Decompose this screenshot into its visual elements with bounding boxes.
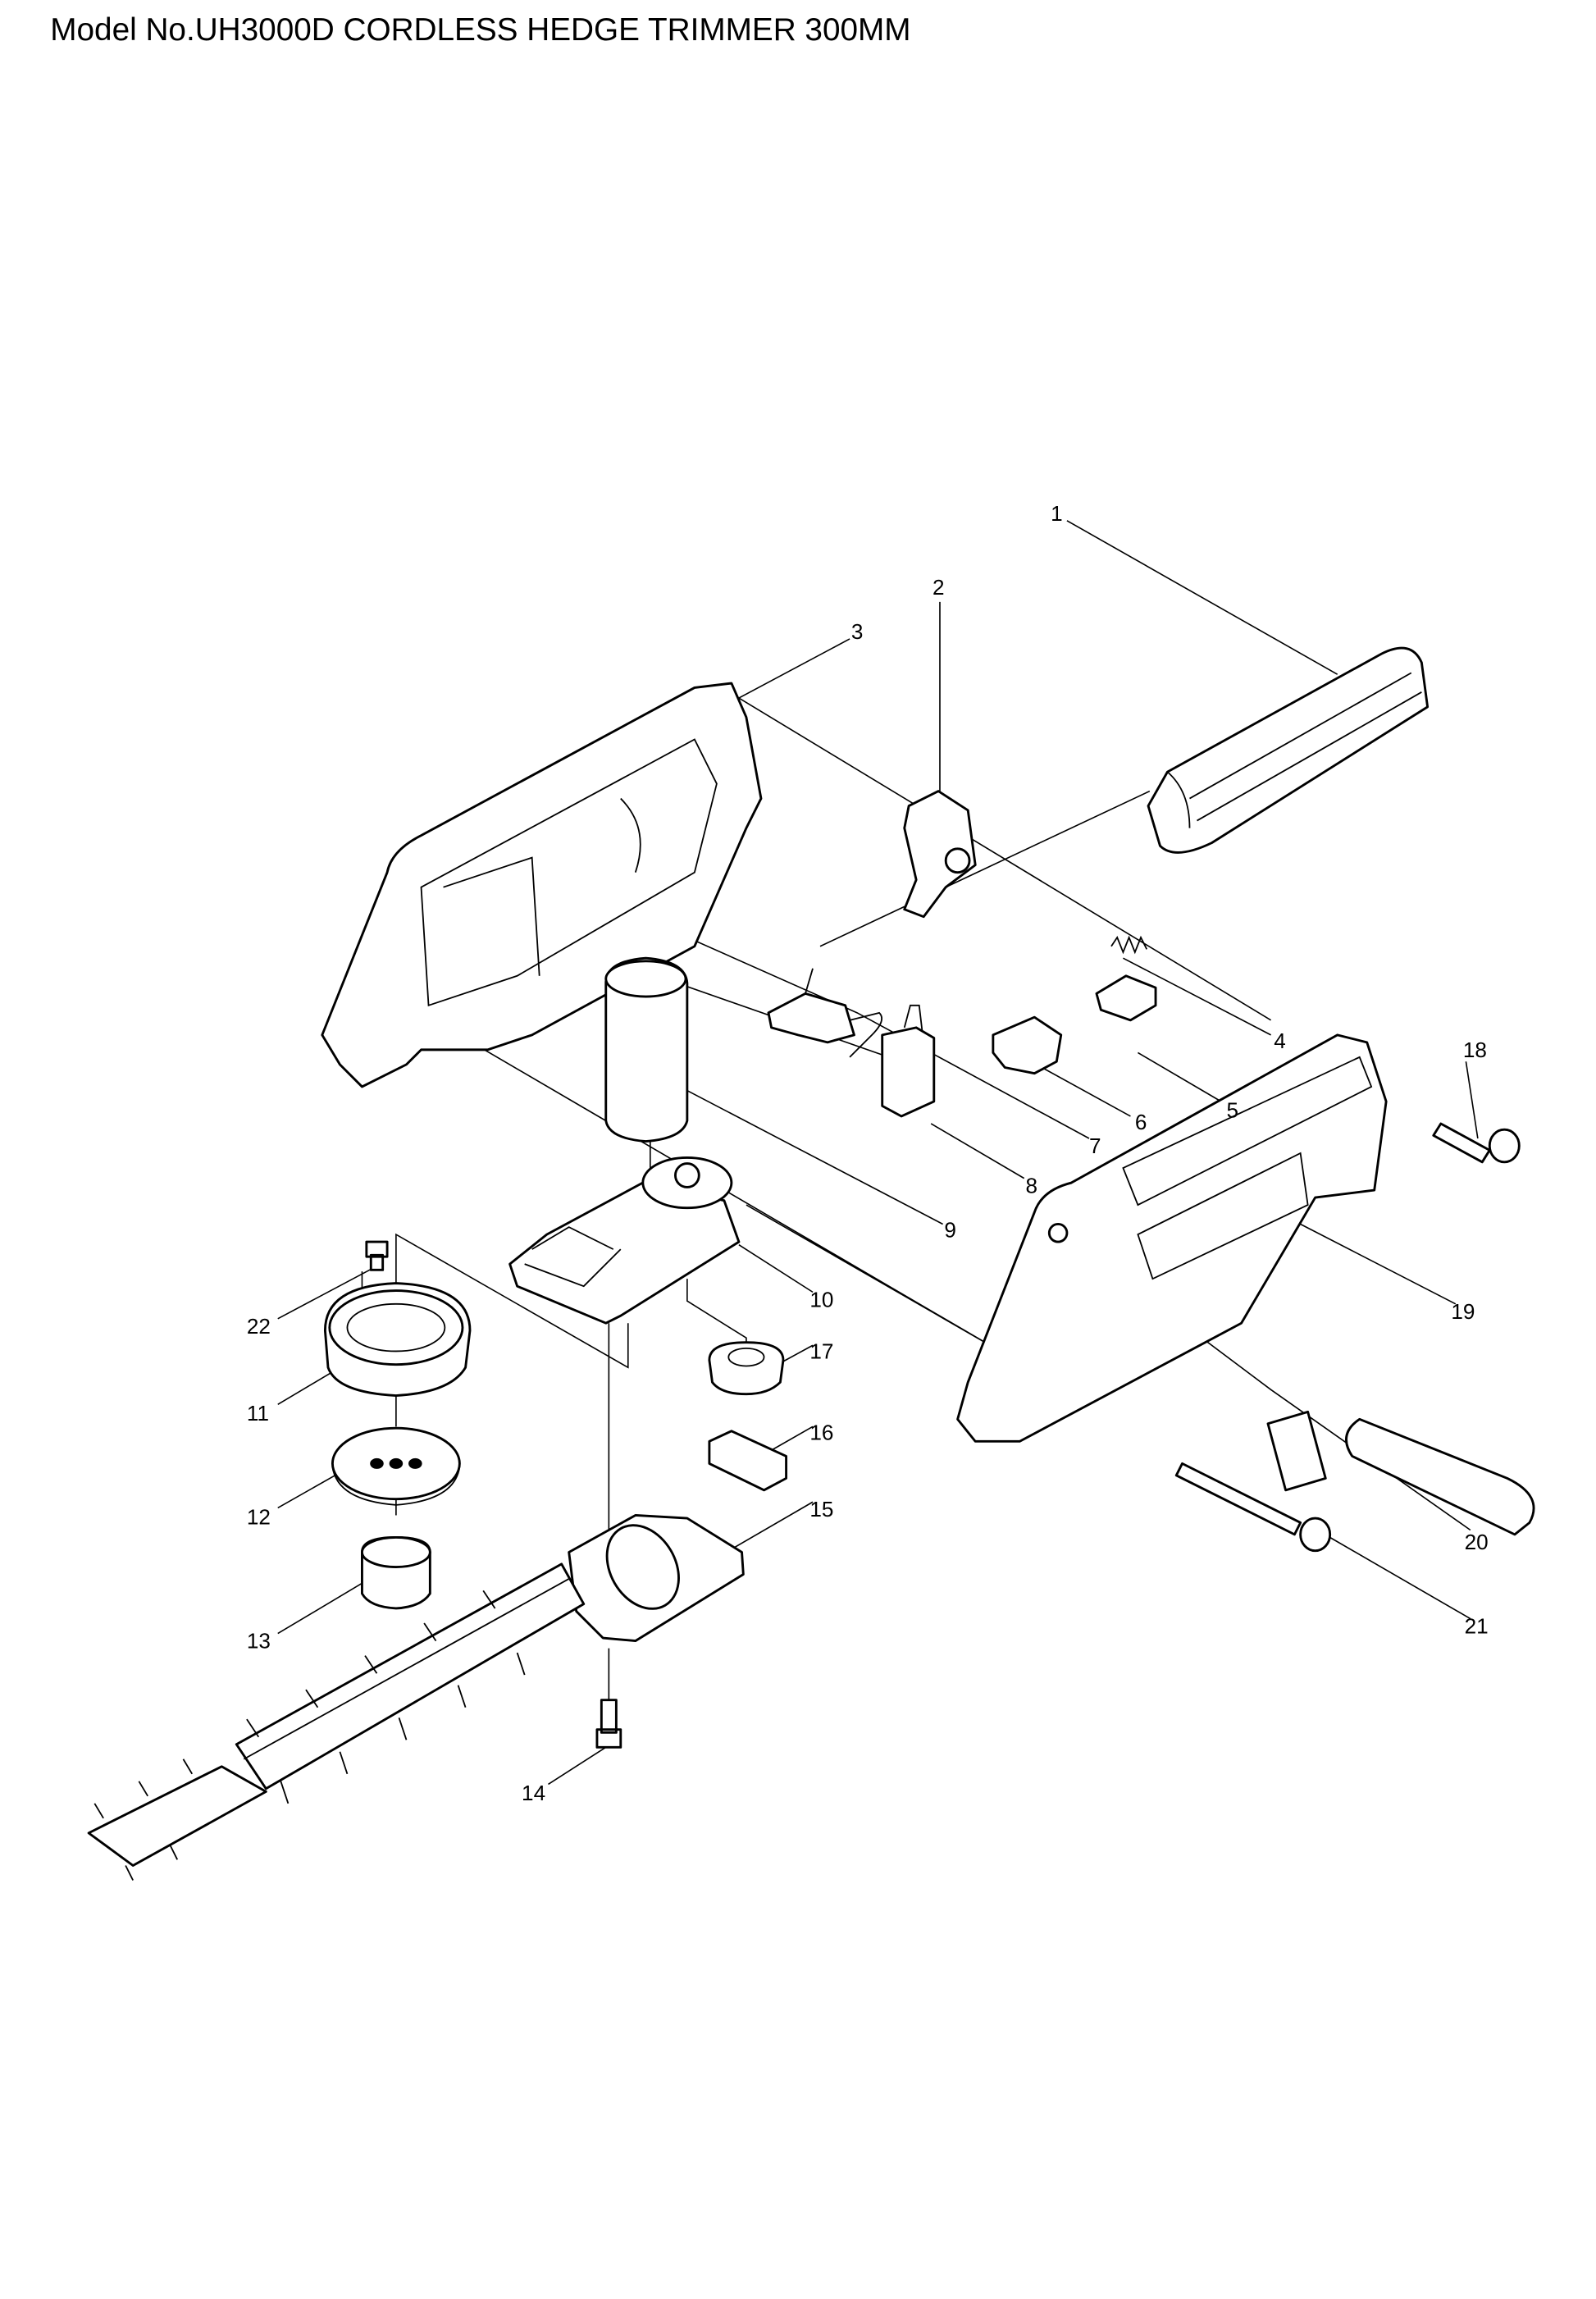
part-13-cam xyxy=(361,1536,431,1610)
label-1: 1 xyxy=(1051,501,1063,526)
part-19-housing-right xyxy=(956,1033,1388,1443)
part-14-screw xyxy=(595,1699,622,1749)
label-17: 17 xyxy=(809,1339,833,1363)
label-11: 11 xyxy=(247,1401,269,1425)
part-12-washer-plate xyxy=(331,1426,461,1506)
part-22-screw xyxy=(365,1240,389,1271)
part-18-screw xyxy=(1432,1122,1521,1164)
part-17-pinion-gear xyxy=(708,1341,785,1396)
part-15-blade-assembly xyxy=(87,1514,745,1881)
part-11-crank-gear xyxy=(323,1282,472,1397)
part-6-switch-lever xyxy=(992,1015,1063,1075)
label-22: 22 xyxy=(247,1314,271,1339)
label-6: 6 xyxy=(1135,1110,1147,1134)
part-16-block xyxy=(708,1430,788,1492)
label-13: 13 xyxy=(247,1629,271,1654)
label-12: 12 xyxy=(247,1504,271,1529)
label-19: 19 xyxy=(1451,1299,1475,1324)
label-3: 3 xyxy=(851,619,864,644)
label-5: 5 xyxy=(1227,1098,1239,1123)
label-14: 14 xyxy=(522,1781,545,1805)
label-20: 20 xyxy=(1465,1530,1489,1554)
label-2: 2 xyxy=(933,575,945,600)
label-10: 10 xyxy=(809,1287,833,1311)
label-7: 7 xyxy=(1089,1134,1101,1158)
label-8: 8 xyxy=(1025,1174,1037,1198)
label-15: 15 xyxy=(809,1497,833,1521)
part-21-bolt xyxy=(1174,1462,1332,1553)
label-4: 4 xyxy=(1274,1029,1286,1053)
model-title: Model No.UH3000D CORDLESS HEDGE TRIMMER … xyxy=(50,12,910,48)
part-8-switch xyxy=(881,1004,936,1118)
part-3-housing-left xyxy=(321,682,763,1088)
part-7-terminal xyxy=(767,968,882,1058)
label-18: 18 xyxy=(1463,1038,1487,1062)
label-16: 16 xyxy=(809,1421,833,1445)
part-1-battery xyxy=(1147,646,1430,854)
label-9: 9 xyxy=(944,1218,956,1243)
part-2-bracket xyxy=(903,790,977,919)
part-20-front-grip xyxy=(1266,1410,1535,1536)
part-4-spring xyxy=(1110,935,1148,955)
part-5-lock-button xyxy=(1095,974,1157,1022)
part-9-motor xyxy=(604,956,689,1143)
label-21: 21 xyxy=(1465,1614,1489,1639)
part-10-gear-housing xyxy=(508,1156,741,1325)
